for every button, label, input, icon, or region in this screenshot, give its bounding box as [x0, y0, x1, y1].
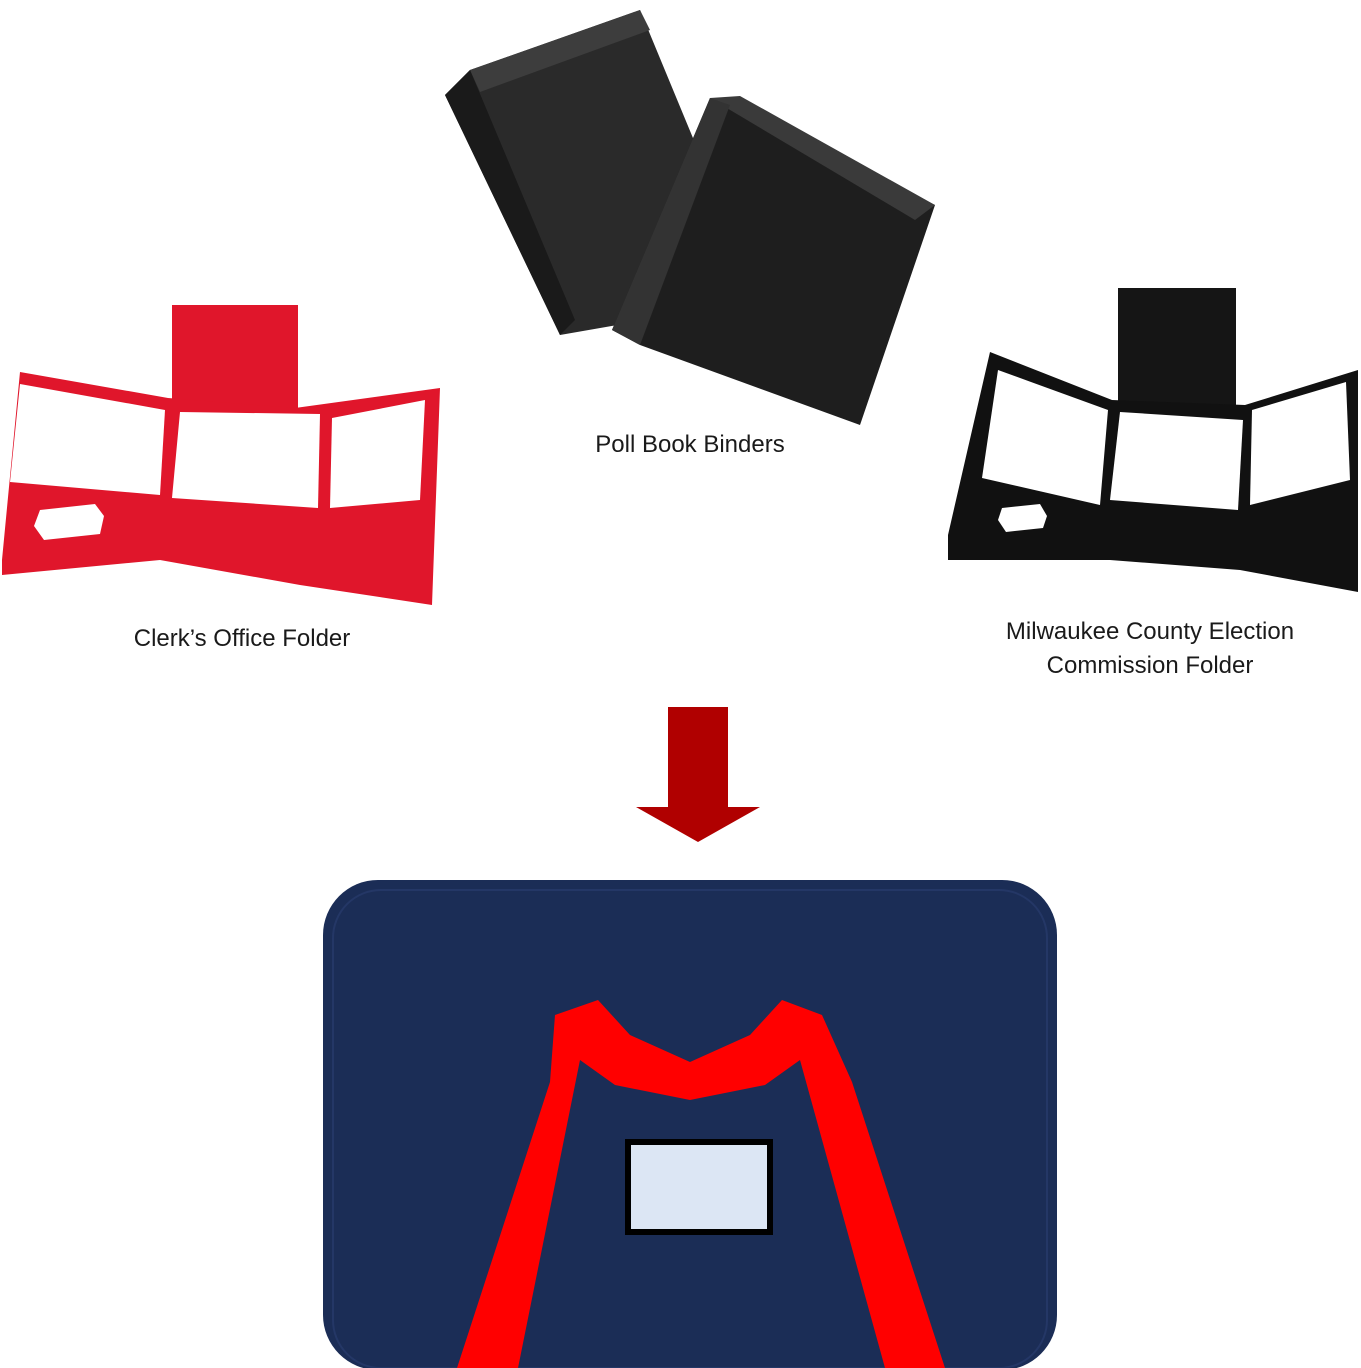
mcec-folder-label: Milwaukee County Election Commission Fol… — [955, 615, 1345, 683]
clerk-folder-icon — [2, 305, 440, 605]
clerk-folder-label: Clerk’s Office Folder — [82, 622, 402, 656]
combined-folder-icon — [323, 880, 1057, 1368]
mcec-folder-icon — [948, 288, 1358, 592]
arrow-down-icon — [636, 707, 760, 842]
binder-icon — [445, 10, 935, 425]
binders-label: Poll Book Binders — [530, 428, 850, 462]
